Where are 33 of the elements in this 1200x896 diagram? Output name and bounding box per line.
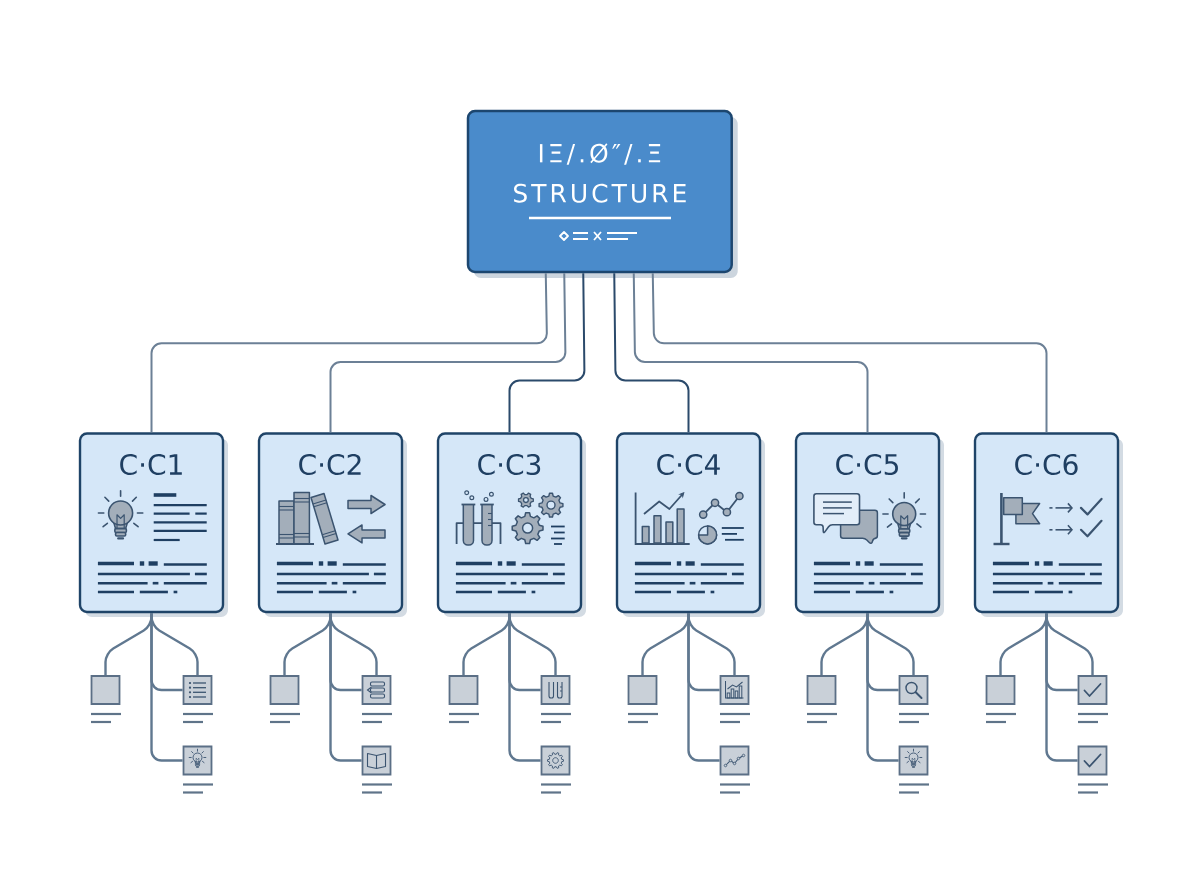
book-icon — [361, 745, 392, 776]
line-chart-icon — [719, 745, 750, 776]
placeholder-tile — [90, 675, 121, 705]
connector-line — [866, 613, 899, 762]
bar-chart-icon — [719, 675, 750, 705]
connector-line — [508, 613, 541, 762]
placeholder-tile — [269, 675, 300, 705]
connector-line — [508, 272, 586, 434]
placeholder-tile — [985, 675, 1016, 705]
placeholder-tile — [448, 675, 479, 705]
card: C·C1 — [78, 432, 228, 617]
lightbulb-icon — [182, 745, 213, 776]
search-icon — [898, 675, 929, 705]
check-icon — [1077, 675, 1108, 705]
card: C·C6 — [973, 432, 1123, 617]
lightbulb-icon — [898, 745, 929, 776]
connector-line — [150, 613, 183, 762]
stack-icon — [361, 675, 392, 705]
connector-line — [651, 272, 1048, 434]
connector-line — [632, 272, 869, 434]
connector-line — [613, 272, 690, 434]
connector-line — [150, 272, 548, 434]
connector-line — [1045, 613, 1078, 762]
connector-line — [329, 613, 362, 762]
list-icon — [182, 675, 213, 705]
check-icon — [1077, 745, 1108, 776]
connector-line — [687, 613, 720, 762]
placeholder-tile — [627, 675, 658, 705]
gear-icon — [540, 745, 571, 776]
test-tubes-icon — [540, 675, 571, 705]
placeholder-tile — [806, 675, 837, 705]
connector-line — [329, 272, 567, 434]
title-box: IΞ/.Ø″/.Ξ STRUCTURE — [466, 109, 738, 278]
